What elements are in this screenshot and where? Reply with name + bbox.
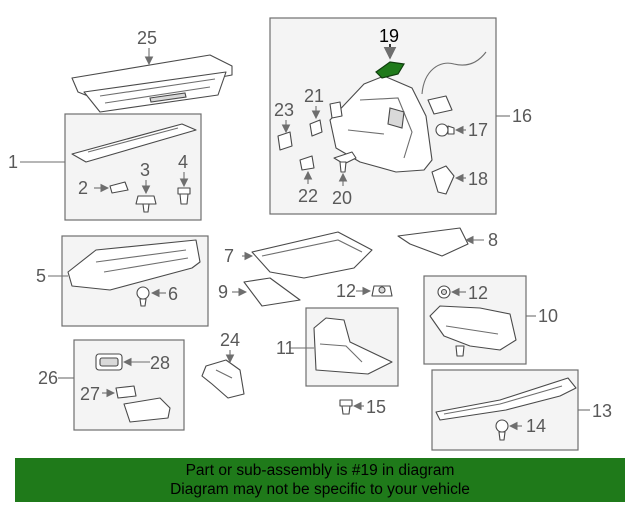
callout-7: 7 [224,246,234,266]
part-4-bolt[interactable] [177,187,191,205]
callout-6: 6 [168,284,178,304]
part-24-bracket[interactable] [201,359,245,399]
callout-28: 28 [150,353,170,373]
part-14-clip[interactable] [495,419,509,441]
callout-2: 2 [78,178,88,198]
part-5-trim-panel[interactable] [67,239,201,291]
callout-9: 9 [218,282,228,302]
part-22-cap[interactable] [299,155,315,171]
part-clip-small [455,345,465,357]
part-17-clip[interactable] [435,123,455,137]
part-1-tonneau-panel[interactable] [71,123,197,163]
callout-1: 1 [8,152,18,172]
callout-25: 25 [137,28,157,48]
part-15-clip[interactable] [339,399,353,415]
part-12-nut[interactable] [371,285,393,297]
part-27-bulb[interactable] [115,385,137,399]
callout-27: 27 [80,384,100,404]
part-25-cargo-cover[interactable] [71,54,233,113]
part-11-storage-tray[interactable] [313,317,393,375]
part-wire-harness [421,51,487,95]
part-21-clip[interactable] [309,119,323,137]
part-7-deck-board[interactable] [251,231,373,279]
callout-21: 21 [304,86,324,106]
part-28-lamp-lens[interactable] [95,353,123,371]
callout-11: 11 [276,338,295,358]
callout-22: 22 [298,186,318,206]
callout-12-right: 12 [468,283,488,303]
part-6-bolt[interactable] [136,286,150,307]
part-16-quarter-trim[interactable] [329,75,433,173]
callout-10: 10 [538,306,558,326]
part-19-highlighted-part[interactable] [375,61,405,79]
part-2-clip[interactable] [109,181,129,194]
footer-banner: Part or sub-assembly is #19 in diagram D… [15,458,625,502]
part-connector [427,95,453,115]
part-12-nut-right[interactable] [437,285,451,299]
part-26-lamp-housing[interactable] [123,397,171,423]
part-13-scuff-plate[interactable] [435,377,577,421]
footer-line-1: Part or sub-assembly is #19 in diagram [185,462,455,479]
callout-20: 20 [332,188,352,208]
footer-line-2: Diagram may not be specific to your vehi… [170,481,470,498]
callout-5: 5 [36,266,46,286]
callout-24: 24 [220,330,240,350]
parts-diagram: 25 1 2 3 4 5 6 7 8 [8,17,612,451]
part-20-pin[interactable] [333,151,357,173]
callout-16: 16 [512,106,532,126]
callout-8: 8 [488,230,498,250]
part-23-clip[interactable] [277,131,293,151]
callout-12-middle: 12 [336,281,356,301]
callout-18: 18 [468,169,488,189]
callout-3: 3 [140,160,150,180]
part-bracket-small [329,101,343,119]
callout-15: 15 [366,397,386,417]
callout-17: 17 [468,120,488,140]
callout-14: 14 [526,416,546,436]
callout-26: 26 [38,368,58,388]
part-9-side-panel[interactable] [243,277,301,307]
part-18-retainer[interactable] [431,165,455,195]
callout-19: 19 [379,26,399,46]
callout-4: 4 [178,152,188,172]
part-8-cover-panel[interactable] [397,227,469,257]
callout-13: 13 [592,401,612,421]
part-10-side-cover[interactable] [429,305,517,351]
part-3-screw[interactable] [135,195,157,213]
callout-23: 23 [274,100,294,120]
